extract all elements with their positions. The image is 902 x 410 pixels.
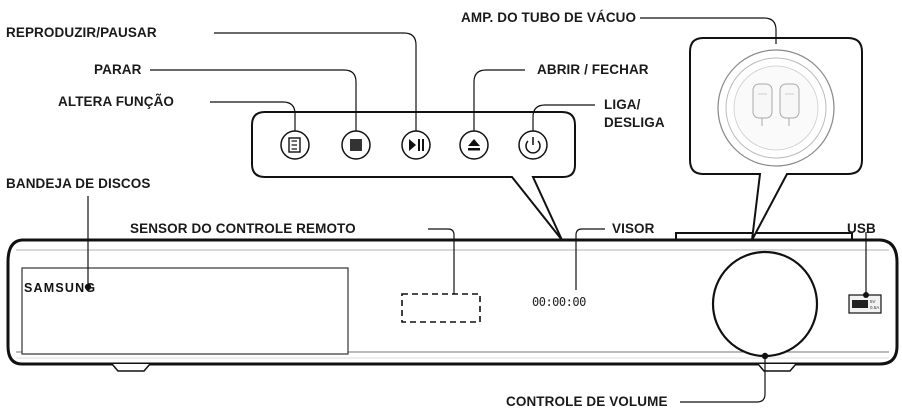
stop-button <box>341 130 371 160</box>
label-disc-tray: BANDEJA DE DISCOS <box>6 176 151 191</box>
label-display: VISOR <box>612 221 655 236</box>
buttons-callout-bubble <box>251 111 576 241</box>
remote-sensor-window <box>401 293 481 323</box>
usb-spec-current: 0.5A <box>870 305 879 310</box>
label-open-close: ABRIR / FECHAR <box>537 62 649 77</box>
leader-dots <box>84 283 869 360</box>
vacuum-tubes-icon <box>752 83 800 126</box>
label-power-line1: LIGA/ <box>604 97 641 112</box>
label-volume: CONTROLE DE VOLUME <box>506 394 668 409</box>
play-pause-button <box>401 130 431 160</box>
function-button <box>280 130 310 160</box>
power-button <box>518 130 548 160</box>
label-play-pause: REPRODUZIR/PAUSAR <box>6 25 157 40</box>
label-power-line2: DESLIGA <box>604 115 665 130</box>
brand-logo: SAMSUNG <box>24 281 96 295</box>
eject-button <box>459 130 489 160</box>
leader-lines <box>87 17 867 403</box>
label-vacuum-tube: AMP. DO TUBO DE VÁCUO <box>461 10 637 25</box>
label-usb: USB <box>847 221 876 236</box>
vacuum-tube-window <box>717 49 835 167</box>
label-function: ALTERA FUNÇÃO <box>58 94 175 109</box>
label-stop: PARAR <box>94 62 142 77</box>
usb-spec-voltage: 5V <box>870 299 876 304</box>
display-readout: 00:00:00 <box>532 295 586 309</box>
disc-tray <box>21 267 349 355</box>
label-remote-sensor: SENSOR DO CONTROLE REMOTO <box>130 221 356 236</box>
volume-knob <box>711 250 819 358</box>
